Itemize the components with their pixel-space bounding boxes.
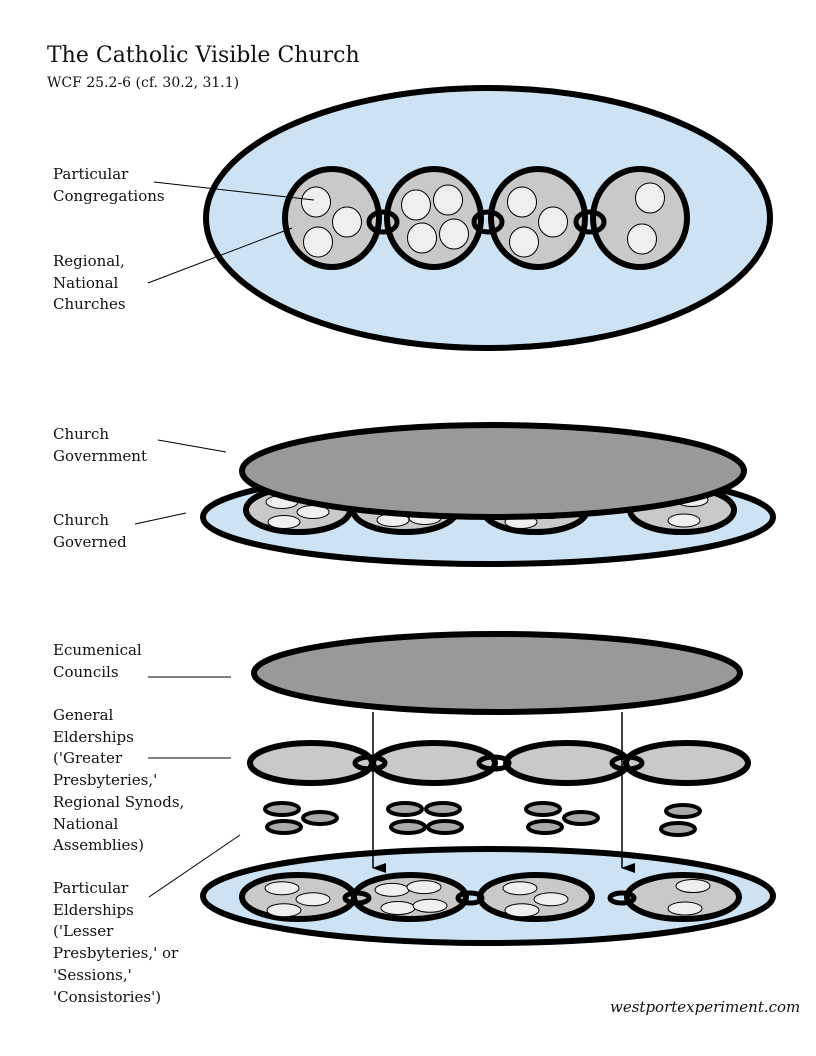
session-ellipse — [524, 801, 562, 817]
particular-eldership-disc — [624, 872, 742, 922]
regional-church-circle — [282, 166, 382, 270]
section-government — [200, 422, 776, 567]
leader-line-regional — [147, 227, 293, 284]
label-general-elderships: General Elderships ('Greater Presbyterie… — [53, 706, 185, 855]
section-elderships — [200, 631, 776, 946]
leader-line-particular — [148, 834, 241, 898]
congregation-disc — [380, 901, 416, 915]
congregation-circle — [507, 186, 537, 218]
session-link — [455, 890, 485, 906]
congregation-disc — [667, 513, 701, 528]
page-title: The Catholic Visible Church — [47, 43, 360, 68]
session-ellipse — [526, 819, 564, 835]
congregation-disc — [533, 892, 569, 907]
session-ellipse — [426, 819, 464, 835]
congregation-disc — [264, 881, 300, 896]
label-church-governed: Church Governed — [53, 511, 127, 551]
session-ellipse — [562, 810, 600, 826]
communion-link — [366, 209, 400, 235]
congregation-circle — [401, 189, 431, 221]
congregation-circle — [301, 186, 331, 218]
section-catholic-church — [203, 85, 773, 351]
leader-line-government — [157, 439, 227, 453]
congregation-circle — [439, 218, 469, 250]
page-subtitle: WCF 25.2-6 (cf. 30.2, 31.1) — [47, 75, 240, 91]
session-ellipse — [265, 819, 303, 835]
church-government-ellipse — [239, 422, 747, 520]
session-ellipse — [659, 821, 697, 837]
congregation-circle — [332, 206, 362, 238]
session-ellipse — [664, 803, 702, 819]
label-regional-national-churches: Regional, National Churches — [53, 252, 126, 314]
general-eldership-ellipse — [623, 740, 751, 786]
congregation-circle — [627, 223, 657, 255]
congregation-disc — [406, 880, 442, 895]
congregation-circle — [407, 222, 437, 254]
eldership-link — [352, 754, 388, 772]
session-ellipse — [386, 801, 424, 817]
ecumenical-council-ellipse — [251, 631, 743, 715]
session-ellipse — [301, 810, 339, 826]
congregation-circle — [538, 206, 568, 238]
congregation-disc — [504, 903, 540, 918]
communion-link — [573, 209, 607, 235]
congregation-disc — [667, 901, 703, 916]
congregation-disc — [675, 879, 711, 893]
session-ellipse — [389, 819, 427, 835]
regional-church-circle — [384, 166, 484, 270]
leader-line-governed — [134, 512, 187, 525]
congregation-disc — [412, 898, 448, 913]
congregation-circle — [433, 184, 463, 216]
regional-church-circle — [488, 166, 588, 270]
label-particular-elderships: Particular Elderships ('Lesser Presbyter… — [53, 879, 179, 1006]
session-ellipse — [263, 801, 301, 817]
congregation-disc — [502, 881, 538, 896]
congregation-disc — [266, 903, 302, 918]
congregation-circle — [303, 226, 333, 258]
congregation-disc — [374, 882, 410, 897]
eldership-link — [476, 754, 512, 772]
leader-lines — [134, 181, 315, 898]
label-church-government: Church Government — [53, 425, 147, 465]
communion-link — [471, 209, 505, 235]
session-link — [342, 890, 372, 906]
session-ellipse — [424, 801, 462, 817]
session-link — [607, 890, 637, 906]
label-ecumenical-councils: Ecumenical Councils — [53, 641, 142, 681]
site-credit: westportexperiment.com — [610, 998, 801, 1016]
congregation-disc — [267, 515, 301, 529]
congregation-disc — [295, 892, 331, 907]
label-particular-congregations: Particular Congregations — [53, 165, 165, 205]
leader-line-congregations — [153, 181, 315, 201]
congregation-circle — [635, 182, 665, 214]
eldership-link — [609, 754, 645, 772]
congregation-circle — [509, 226, 539, 258]
